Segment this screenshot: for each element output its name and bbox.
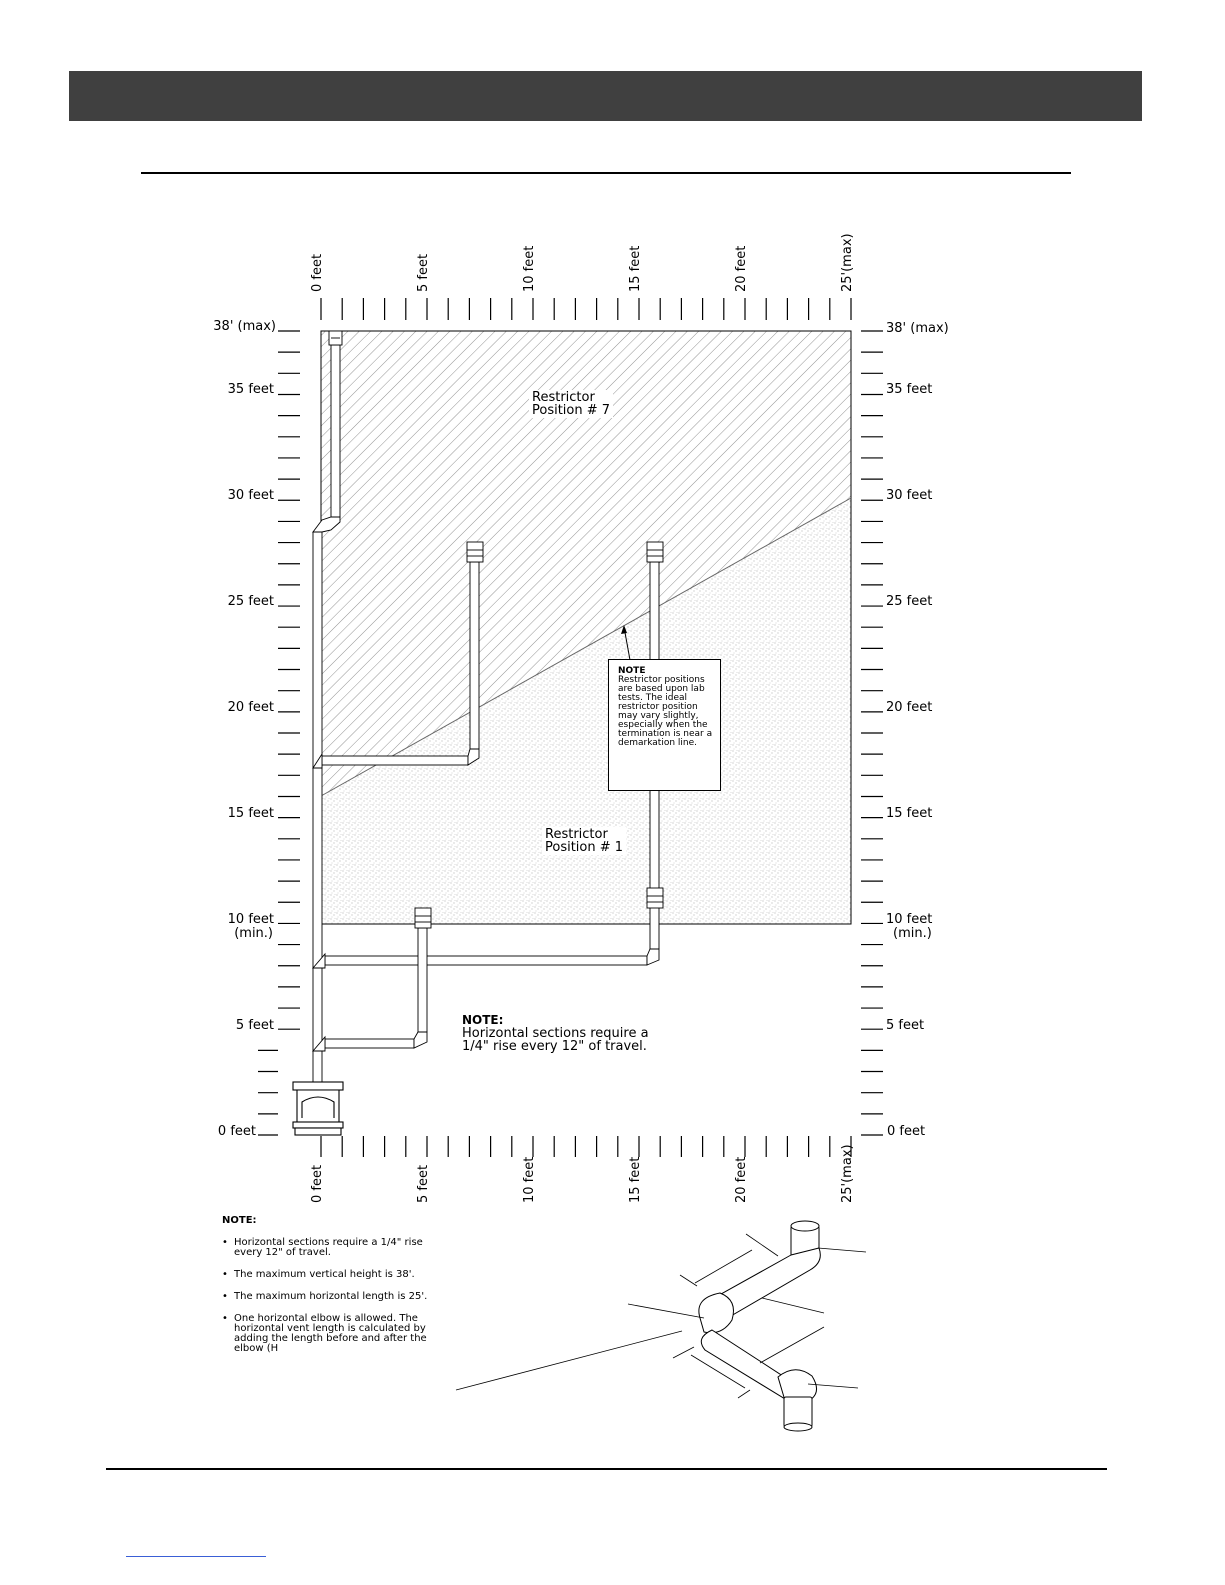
bottom-axis-label: 15 feet	[628, 1156, 643, 1203]
region-label-position-1: Restrictor Position # 1	[542, 827, 627, 855]
right-axis-label: 0 feet	[887, 1124, 926, 1139]
left-axis-label: 25 feet	[227, 594, 274, 609]
right-axis-label: 10 feet	[886, 912, 933, 927]
note-line: termination is near a	[618, 729, 713, 739]
note-line: restrictor position	[618, 702, 698, 712]
left-axis-label: 5 feet	[235, 1018, 274, 1033]
restrictor-1-region	[321, 498, 851, 924]
left-axis-label: 38' (max)	[213, 319, 276, 334]
top-axis-label: 15 feet	[628, 245, 643, 292]
vent-pipes	[292, 330, 664, 1136]
bottom-axis-label: 20 feet	[734, 1156, 749, 1203]
region-7-line2: Position # 7	[532, 403, 611, 418]
restrictor-note-heading: NOTE	[618, 666, 646, 676]
list-item: Horizontal sections require a 1/4" rise …	[222, 1238, 437, 1258]
header-bar	[69, 71, 1142, 121]
top-axis-label: 10 feet	[522, 245, 537, 292]
horizontal-sections-note: NOTE: Horizontal sections require a 1/4"…	[462, 1013, 649, 1054]
left-axis-label: 0 feet	[217, 1124, 256, 1139]
region-label-position-7: Restrictor Position # 7	[529, 390, 614, 418]
top-rule	[141, 172, 1071, 174]
bottom-axis-label: 5 feet	[416, 1164, 431, 1203]
bottom-rule	[106, 1468, 1107, 1470]
left-axis-label: 15 feet	[227, 806, 274, 821]
riser-5ft	[417, 927, 428, 1033]
demarkation-line	[320, 497, 852, 797]
horizontal-note-heading: NOTE:	[462, 1013, 504, 1027]
main-riser	[312, 531, 323, 1083]
top-axis-label: 0 feet	[310, 253, 325, 292]
note-line: are based upon lab	[618, 684, 705, 694]
right-axis-label: 20 feet	[886, 700, 933, 715]
left-axis-label: 35 feet	[227, 382, 274, 397]
bottom-axis-label: 10 feet	[522, 1156, 537, 1203]
left-ticks	[258, 330, 300, 1136]
right-axis-label: 5 feet	[886, 1018, 925, 1033]
horizontal-note-line1: Horizontal sections require a	[462, 1026, 649, 1041]
list-item: The maximum horizontal length is 25'.	[222, 1292, 437, 1303]
footer-link-underline	[126, 1556, 266, 1557]
run-18ft	[321, 755, 469, 766]
termination-5ft	[414, 907, 432, 929]
upper-riser	[330, 344, 341, 518]
termination-16ft-mid	[646, 887, 664, 909]
top-axis-label: 5 feet	[416, 253, 431, 292]
right-axis-label: (min.)	[893, 926, 932, 941]
list-item: One horizontal elbow is allowed. The hor…	[222, 1314, 437, 1354]
note-line: Restrictor positions	[618, 675, 705, 685]
top-axis-label: 25'(max)	[840, 233, 855, 292]
right-axis-label: 38' (max)	[886, 321, 949, 336]
region-1-line1: Restrictor	[545, 827, 608, 842]
top-ticks	[320, 298, 852, 320]
bottom-ticks	[320, 1136, 852, 1157]
right-axis-label: 25 feet	[886, 594, 933, 609]
run-8ft	[324, 955, 648, 966]
left-axis-label: 30 feet	[227, 488, 274, 503]
left-axis-label: 20 feet	[227, 700, 274, 715]
right-axis-label: 30 feet	[886, 488, 933, 503]
note-line: especially when the	[618, 720, 708, 730]
bottom-axis-label: 25'(max)	[840, 1144, 855, 1203]
note-line: may vary slightly,	[618, 711, 699, 721]
top-axis-label: 20 feet	[734, 245, 749, 292]
bottom-notes: NOTE: Horizontal sections require a 1/4"…	[222, 1216, 437, 1366]
restrictor-7-region	[321, 331, 851, 796]
left-axis-label: 10 feet	[227, 912, 274, 927]
run-4ft	[324, 1038, 415, 1049]
note-line: tests. The ideal	[618, 693, 688, 703]
restrictor-note: NOTE Restrictor positions are based upon…	[608, 659, 721, 791]
right-ticks	[861, 330, 883, 1136]
region-7-line1: Restrictor	[532, 390, 595, 405]
left-axis-label: (min.)	[234, 926, 273, 941]
appliance	[292, 1081, 344, 1136]
upper-elbow	[312, 516, 341, 533]
termination-16ft-top	[646, 541, 664, 563]
right-axis-label: 35 feet	[886, 382, 933, 397]
termination-7ft	[466, 541, 484, 563]
elbow-illustration	[455, 1220, 867, 1432]
bottom-notes-heading: NOTE:	[222, 1215, 257, 1226]
note-line: demarkation line.	[618, 738, 698, 748]
horizontal-note-line2: 1/4" rise every 12" of travel.	[462, 1039, 647, 1054]
riser-7ft	[469, 561, 480, 750]
region-1-line2: Position # 1	[545, 840, 624, 855]
right-axis-label: 15 feet	[886, 806, 933, 821]
bottom-axis-label: 0 feet	[310, 1164, 325, 1203]
list-item: The maximum vertical height is 38'.	[222, 1270, 437, 1281]
bottom-notes-list: Horizontal sections require a 1/4" rise …	[222, 1238, 437, 1354]
